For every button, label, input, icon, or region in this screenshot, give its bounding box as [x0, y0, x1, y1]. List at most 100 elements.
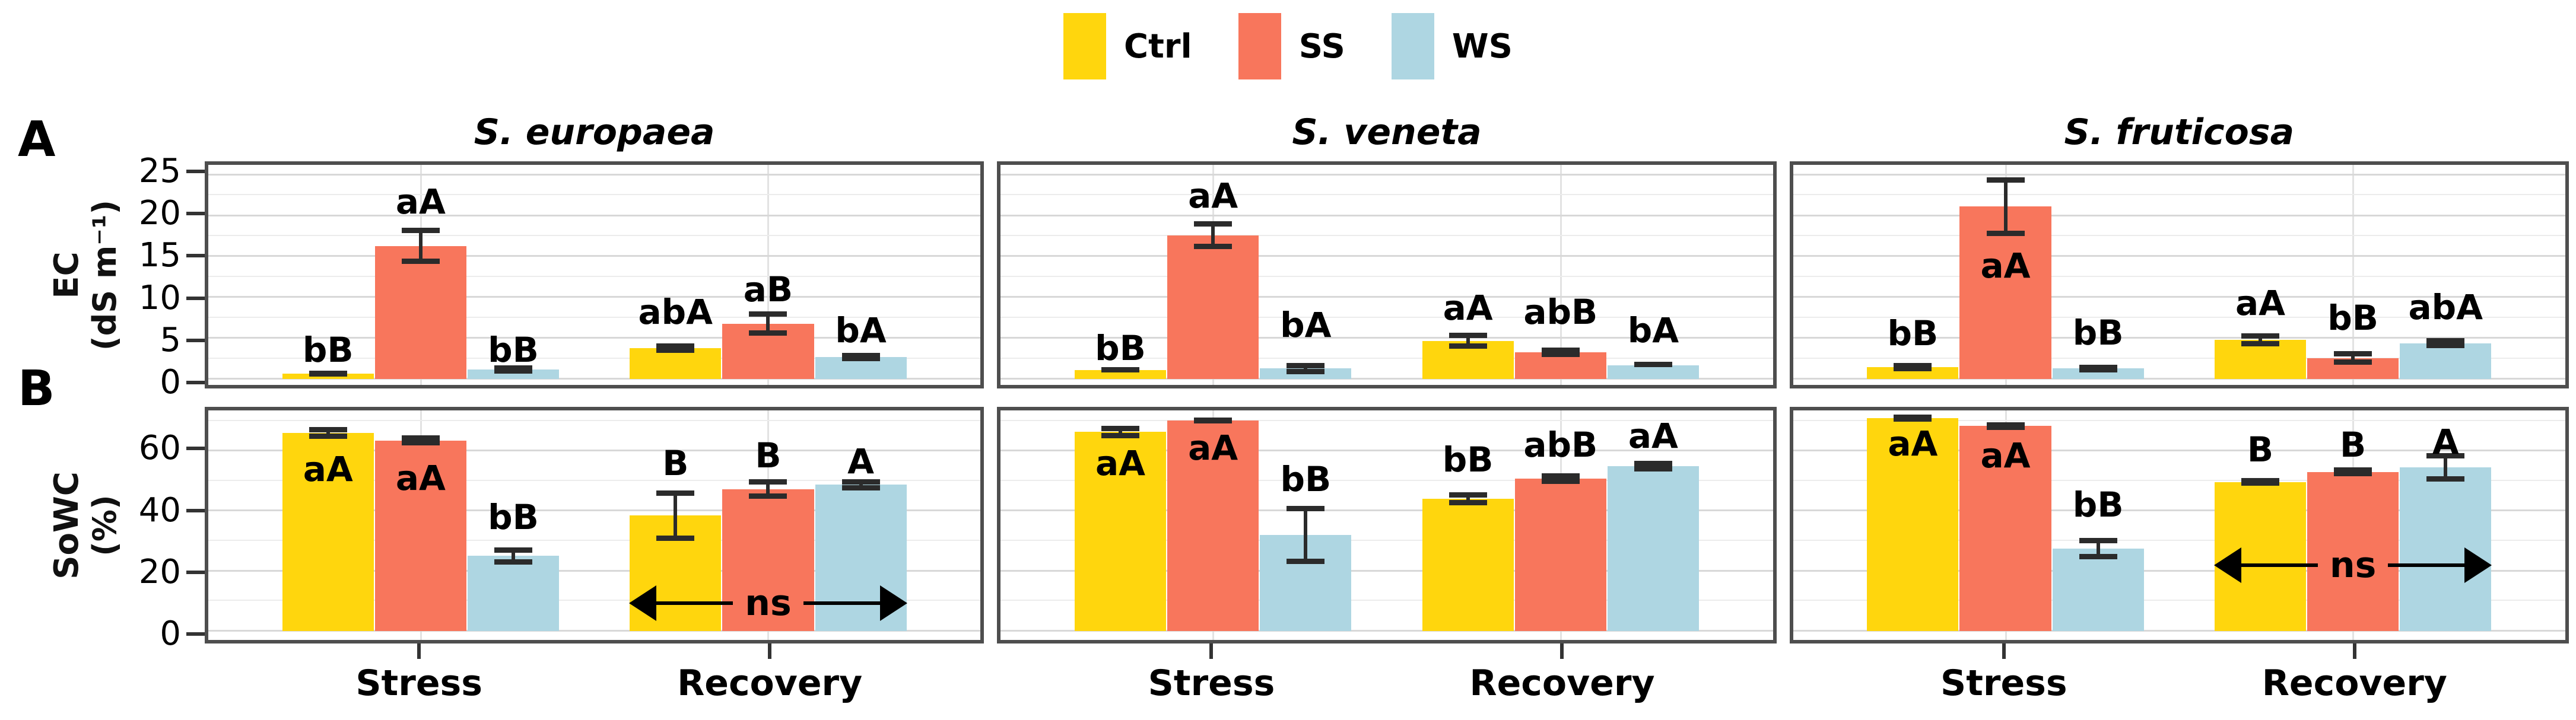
error-bar-line — [2096, 537, 2100, 559]
error-bar-cap-top — [1287, 362, 1325, 368]
error-bar-line — [512, 547, 516, 565]
error-bar-cap-bottom — [749, 493, 787, 499]
minor-gridline — [1000, 235, 1773, 236]
error-bar-cap-top — [1101, 426, 1140, 432]
y-tick-mark — [186, 212, 205, 216]
error-bar-cap-bottom — [1986, 231, 2025, 236]
major-gridline — [1793, 337, 2565, 339]
ns-annotation: ns — [629, 582, 907, 624]
error-bar-cap-top — [2079, 364, 2117, 370]
major-gridline — [1000, 378, 1773, 380]
error-bar-cap-bottom — [749, 330, 787, 336]
significance-letter: B — [2247, 429, 2274, 470]
x-tick-mark — [1560, 643, 1564, 659]
error-bar-cap-bottom — [1986, 424, 2025, 430]
panel-label-b: B — [18, 361, 55, 417]
error-bar-line — [1558, 473, 1562, 484]
significance-letter: aA — [1980, 435, 2031, 476]
arrow-left-icon — [2213, 547, 2241, 583]
error-bar-cap-bottom — [1894, 416, 1932, 422]
error-bar — [494, 365, 533, 374]
error-bar — [2426, 453, 2465, 482]
major-gridline — [208, 378, 981, 380]
x-label-stress: Stress — [1148, 662, 1275, 704]
error-bar-cap-bottom — [2334, 471, 2372, 477]
legend-label-ctrl: Ctrl — [1124, 27, 1192, 66]
error-bar-cap-top — [494, 547, 533, 553]
major-gridline — [1000, 214, 1773, 216]
bar-ss-stress — [1167, 420, 1259, 631]
major-gridline — [1000, 337, 1773, 339]
error-bar-cap-bottom — [2241, 480, 2279, 486]
y-tick-mark — [186, 254, 205, 258]
error-bar-line — [326, 426, 330, 439]
minor-gridline — [1793, 357, 2565, 359]
x-label-recovery: Recovery — [2261, 662, 2447, 704]
y-tick-mark — [186, 338, 205, 342]
y-tick-mark — [186, 508, 205, 512]
error-bar — [1986, 422, 2025, 430]
y-tick-mark — [186, 571, 205, 575]
bar-ws-recovery — [2400, 343, 2492, 380]
facet-title-s-veneta: S. veneta — [1292, 111, 1482, 153]
ns-label: ns — [745, 582, 792, 624]
arrow-right-icon — [2464, 547, 2492, 583]
bar-ss-recovery — [2307, 471, 2399, 631]
error-bar-line — [674, 490, 678, 541]
minor-gridline — [1793, 194, 2565, 196]
major-gridline — [1000, 509, 1773, 512]
error-bar-cap-bottom — [1101, 432, 1140, 438]
significance-letter: abA — [638, 292, 713, 333]
error-bar — [401, 228, 440, 264]
error-bar-cap-top — [749, 479, 787, 485]
error-bar-cap-bottom — [401, 258, 440, 264]
x-tick-mark — [1209, 643, 1214, 659]
error-bar — [1449, 492, 1487, 506]
legend-swatch-ctrl-icon — [1063, 13, 1107, 79]
error-bar-line — [1304, 505, 1308, 565]
major-gridline — [1793, 214, 2565, 216]
bar-ws-recovery — [1607, 466, 1700, 631]
error-bar — [1986, 177, 2025, 236]
y-tick-label: 20 — [138, 194, 181, 233]
error-bar-cap-top — [841, 479, 880, 485]
vertical-gridline — [1559, 165, 1562, 385]
error-bar — [2426, 338, 2465, 348]
major-gridline — [208, 173, 981, 176]
significance-letter: aA — [1443, 288, 1493, 329]
x-tick-mark — [2352, 643, 2356, 659]
significance-letter: aA — [1188, 428, 1238, 469]
significance-letter: aA — [1980, 245, 2031, 286]
major-gridline — [1000, 296, 1773, 298]
error-bar — [2241, 478, 2279, 486]
error-bar — [1101, 426, 1140, 438]
error-bar-cap-bottom — [1449, 500, 1487, 506]
error-bar — [1634, 460, 1672, 471]
error-bar-cap-top — [2241, 333, 2279, 339]
error-bar-cap-bottom — [401, 440, 440, 446]
error-bar-cap-bottom — [309, 434, 347, 439]
significance-letter: aA — [1888, 423, 1938, 464]
error-bar — [1894, 414, 1932, 422]
minor-gridline — [1793, 275, 2565, 277]
minor-gridline — [1793, 316, 2565, 318]
error-bar-cap-bottom — [1287, 369, 1325, 375]
bar-ctrl-recovery — [630, 348, 722, 380]
legend-item-ss: SS — [1238, 13, 1345, 79]
bar-ws-recovery — [1607, 365, 1700, 380]
minor-gridline — [1793, 419, 2565, 421]
y-tick-label: 40 — [138, 490, 181, 530]
error-bar-line — [1651, 460, 1655, 471]
error-bar-cap-bottom — [494, 559, 533, 565]
minor-gridline — [208, 540, 981, 541]
error-bar-cap-bottom — [1541, 352, 1580, 358]
bar-ws-stress — [2052, 368, 2144, 380]
significance-letter: bB — [1280, 459, 1332, 500]
error-bar-cap-top — [1634, 460, 1672, 466]
